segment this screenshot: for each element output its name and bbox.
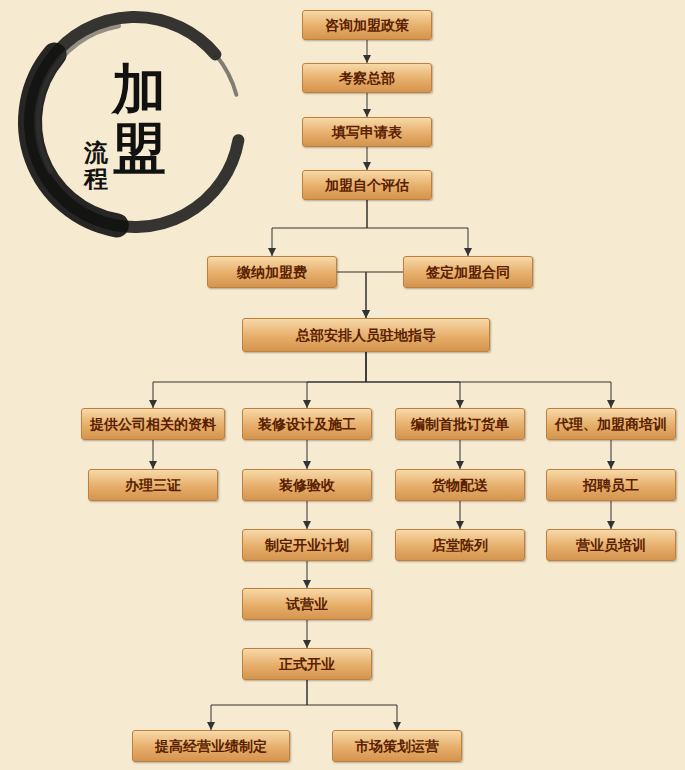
step-text: 装修设计及施工 <box>258 416 356 433</box>
flow-connector <box>366 272 403 318</box>
process-box: 制定开业计划 <box>242 529 372 561</box>
flow-connector <box>611 501 612 529</box>
process-box: 提供公司相关的资料 <box>81 408 225 440</box>
step-text: 总部安排人员驻地指导 <box>296 327 436 344</box>
process-box: 总部安排人员驻地指导 <box>242 318 490 352</box>
step-text: 咨询加盟政策 <box>325 17 409 34</box>
step-text: 店堂陈列 <box>432 537 488 554</box>
flow-connector <box>460 440 461 469</box>
ink-stroke <box>30 55 117 226</box>
ink-stroke <box>215 55 236 95</box>
process-box: 代理、加盟商培训 <box>546 408 676 440</box>
flow-connector <box>366 352 611 408</box>
step-text: 提高经营业绩制定 <box>155 738 267 755</box>
title-calligraphy: 流程 <box>84 140 108 193</box>
step-text: 装修验收 <box>279 477 335 494</box>
flow-connector <box>307 620 308 648</box>
flow-connector <box>307 501 308 529</box>
process-box: 签定加盟合同 <box>403 256 533 288</box>
process-box: 营业员培训 <box>546 529 676 561</box>
step-text: 正式开业 <box>279 656 335 673</box>
step-text: 试营业 <box>286 596 328 613</box>
process-box: 货物配送 <box>395 469 525 501</box>
process-box: 市场策划运营 <box>332 730 462 762</box>
title-calligraphy: 加盟 <box>112 60 166 179</box>
step-text: 签定加盟合同 <box>426 264 510 281</box>
process-box: 考察总部 <box>302 63 432 93</box>
process-box: 咨询加盟政策 <box>302 10 432 40</box>
flow-connector <box>307 561 308 588</box>
process-box: 填写申请表 <box>302 117 432 147</box>
process-box: 正式开业 <box>242 648 372 680</box>
step-text: 营业员培训 <box>576 537 646 554</box>
process-box: 办理三证 <box>88 469 218 501</box>
step-text: 市场策划运营 <box>355 738 439 755</box>
step-text: 编制首批订货单 <box>411 416 509 433</box>
flow-connector <box>307 352 366 408</box>
flow-connector <box>367 93 368 117</box>
flow-connector <box>307 440 308 469</box>
flow-connector <box>272 200 367 256</box>
flow-connector <box>367 147 368 170</box>
flow-connector <box>307 680 397 730</box>
ink-stroke <box>30 17 238 227</box>
step-text: 货物配送 <box>432 477 488 494</box>
step-text: 加盟自个评估 <box>325 177 409 194</box>
flow-connector <box>211 680 307 730</box>
process-box: 试营业 <box>242 588 372 620</box>
flow-connector <box>460 501 461 529</box>
flow-connector <box>367 40 368 63</box>
process-box: 店堂陈列 <box>395 529 525 561</box>
step-text: 填写申请表 <box>332 124 402 141</box>
flow-connector <box>367 200 468 256</box>
flow-connector <box>153 440 154 469</box>
step-text: 招聘员工 <box>583 477 639 494</box>
flow-connector <box>153 352 366 408</box>
step-text: 办理三证 <box>125 477 181 494</box>
flow-connector <box>611 440 612 469</box>
step-text: 制定开业计划 <box>265 537 349 554</box>
process-box: 装修验收 <box>242 469 372 501</box>
flow-connector <box>337 272 366 318</box>
step-text: 提供公司相关的资料 <box>90 416 216 433</box>
step-text: 代理、加盟商培训 <box>555 416 667 433</box>
process-box: 加盟自个评估 <box>302 170 432 200</box>
step-text: 考察总部 <box>339 70 395 87</box>
step-text: 缴纳加盟费 <box>237 264 307 281</box>
flow-connector <box>366 352 460 408</box>
process-box: 提高经营业绩制定 <box>132 730 290 762</box>
process-box: 招聘员工 <box>546 469 676 501</box>
process-box: 缴纳加盟费 <box>207 256 337 288</box>
process-box: 编制首批订货单 <box>395 408 525 440</box>
process-box: 装修设计及施工 <box>242 408 372 440</box>
